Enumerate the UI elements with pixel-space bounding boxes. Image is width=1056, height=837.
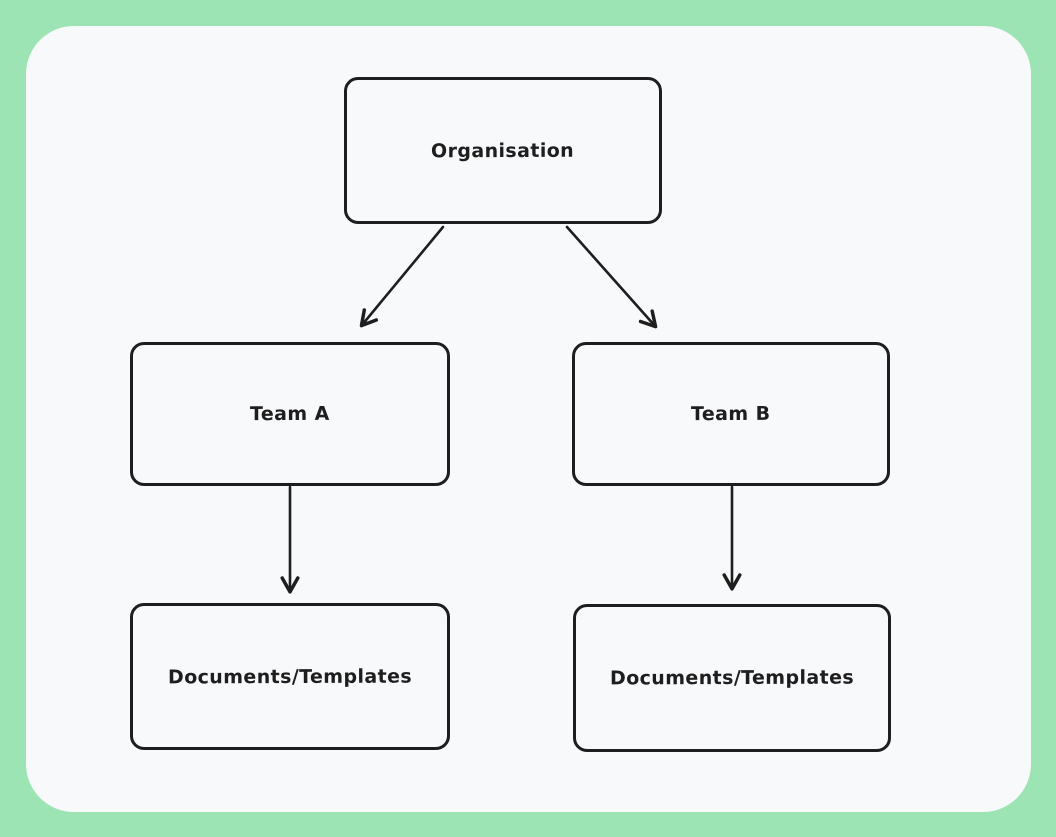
node-organisation-label: Organisation (431, 139, 575, 162)
arrow-organisation-to-team-b[interactable] (565, 225, 658, 329)
node-team-b-label: Team B (691, 402, 771, 426)
node-documents-templates-a-label: Documents/Templates (167, 665, 413, 688)
node-team-a[interactable]: Team A (130, 342, 450, 486)
node-team-b[interactable]: Team B (572, 342, 890, 486)
node-organisation[interactable]: Organisation (344, 77, 662, 224)
arrow-organisation-to-team-a[interactable] (359, 225, 445, 328)
node-documents-templates-b[interactable]: Documents/Templates (573, 604, 891, 752)
node-documents-templates-b-label: Documents/Templates (609, 666, 855, 690)
whiteboard-canvas[interactable] (26, 26, 1031, 812)
node-documents-templates-a[interactable]: Documents/Templates (130, 603, 450, 750)
node-team-a-label: Team A (250, 402, 330, 426)
